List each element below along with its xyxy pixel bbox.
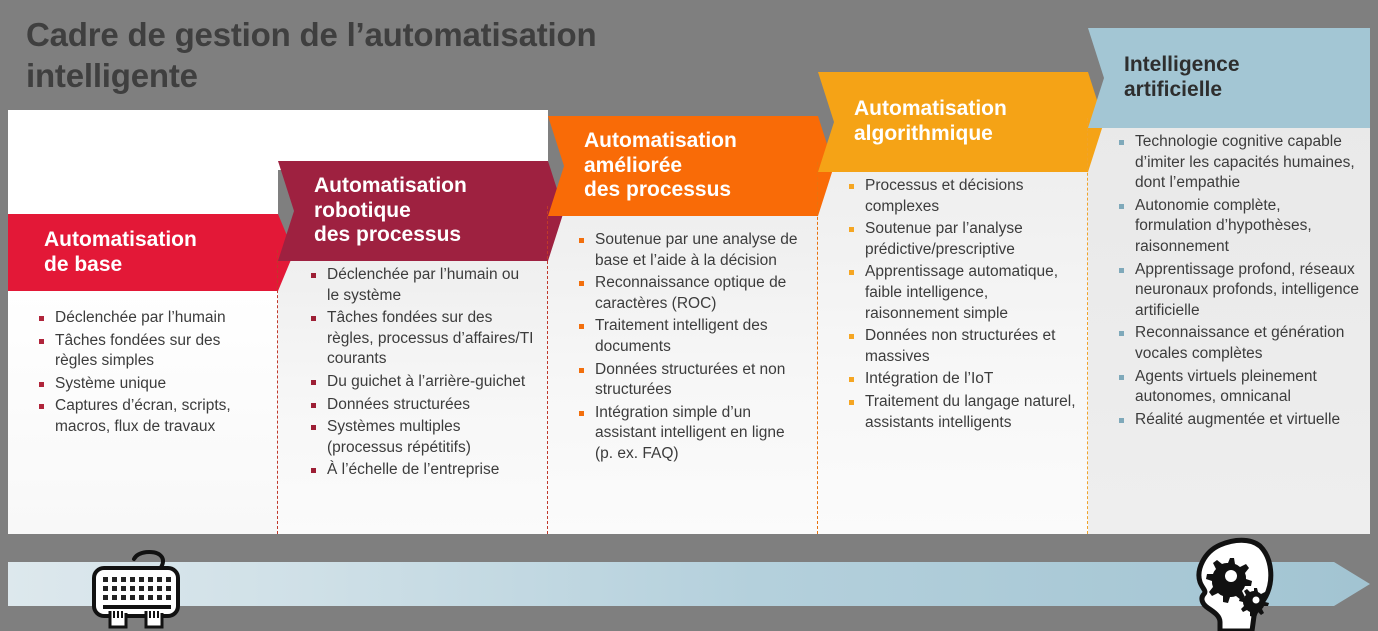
column-heading: Automatisation robotique des processus: [314, 173, 467, 247]
maturity-progression-arrow: [8, 562, 1370, 606]
list-item: Données structurées et non structurées: [574, 360, 806, 401]
list-item: Apprentissage automatique, faible intell…: [844, 262, 1078, 324]
column-banner-automatisation-algorithmique[interactable]: Automatisation algorithmique: [818, 72, 1104, 172]
list-item: Soutenue par une analyse de base et l’ai…: [574, 230, 806, 271]
column-divider-1: [277, 250, 278, 534]
maturity-columns: Automatisation de base Déclenchée par l’…: [8, 28, 1370, 534]
column-body: [818, 158, 1088, 534]
column-bullet-list: Déclenchée par l’humain Tâches fondées s…: [34, 308, 256, 440]
list-item: Réalité augmentée et virtuelle: [1114, 410, 1360, 431]
list-item: Déclenchée par l’humain: [34, 308, 256, 329]
list-item: Traitement intelligent des documents: [574, 316, 806, 357]
column-top-fill: [8, 110, 278, 214]
column-bullet-list: Déclenchée par l’humain ou le système Tâ…: [306, 265, 534, 483]
list-item: Autonomie complète, formulation d’hypoth…: [1114, 196, 1360, 258]
column-automatisation-amelioree-des-processus: Automatisation améliorée des processus S…: [548, 110, 834, 534]
column-automatisation-robotique-des-processus: Automatisation robotique des processus D…: [278, 110, 564, 534]
column-body: [8, 291, 278, 534]
column-divider-3: [817, 162, 818, 534]
list-item: Tâches fondées sur des règles, processus…: [306, 308, 534, 370]
column-bullet-list: Soutenue par une analyse de base et l’ai…: [574, 230, 806, 467]
list-item: Captures d’écran, scripts, macros, flux …: [34, 396, 256, 437]
list-item: Données non structurées et massives: [844, 326, 1078, 367]
column-body: [278, 247, 548, 534]
column-banner-intelligence-artificielle[interactable]: Intelligence artificielle: [1088, 28, 1370, 128]
list-item: Soutenue par l’analyse prédictive/prescr…: [844, 219, 1078, 260]
list-item: Déclenchée par l’humain ou le système: [306, 265, 534, 306]
list-item: Intégration de l’IoT: [844, 369, 1078, 390]
list-item: Reconnaissance et génération vocales com…: [1114, 323, 1360, 364]
column-intelligence-artificielle: Intelligence artificielle Technologie co…: [1088, 28, 1370, 534]
column-divider-2: [547, 206, 548, 534]
column-divider-4: [1087, 118, 1088, 534]
column-body: [548, 202, 818, 534]
column-automatisation-algorithmique: Automatisation algorithmique Processus e…: [818, 72, 1104, 534]
page-title: Cadre de gestion de l’automatisation int…: [26, 16, 597, 95]
list-item: Processus et décisions complexes: [844, 176, 1078, 217]
column-heading: Automatisation algorithmique: [854, 97, 1007, 145]
column-body: [1088, 114, 1370, 534]
list-item: Traitement du langage naturel, assistant…: [844, 392, 1078, 433]
column-heading: Automatisation de base: [44, 227, 197, 276]
list-item: Systèmes multiples (processus répétitifs…: [306, 417, 534, 458]
list-item: À l’échelle de l’entreprise: [306, 460, 534, 481]
list-item: Du guichet à l’arrière-guichet: [306, 372, 534, 393]
column-bullet-list: Processus et décisions complexes Soutenu…: [844, 176, 1078, 435]
list-item: Tâches fondées sur des règles simples: [34, 331, 256, 372]
list-item: Données structurées: [306, 395, 534, 416]
list-item: Système unique: [34, 374, 256, 395]
column-heading: Automatisation améliorée des processus: [584, 128, 737, 202]
head-with-gears-icon: [1186, 536, 1282, 631]
column-automatisation-de-base: Automatisation de base Déclenchée par l’…: [8, 110, 294, 534]
column-banner-automatisation-amelioree-des-processus[interactable]: Automatisation améliorée des processus: [548, 116, 834, 216]
list-item: Apprentissage profond, réseaux neuronaux…: [1114, 260, 1360, 322]
column-banner-automatisation-robotique-des-processus[interactable]: Automatisation robotique des processus: [278, 161, 564, 261]
keyboard-hands-icon: [88, 541, 206, 631]
column-top-fill: [278, 110, 548, 170]
list-item: Technologie cognitive capable d’imiter l…: [1114, 132, 1360, 194]
list-item: Agents virtuels pleinement autonomes, om…: [1114, 367, 1360, 408]
column-bullet-list: Technologie cognitive capable d’imiter l…: [1114, 132, 1360, 433]
column-heading: Intelligence artificielle: [1124, 53, 1240, 101]
column-banner-automatisation-de-base[interactable]: Automatisation de base: [8, 214, 294, 291]
list-item: Reconnaissance optique de caractères (RO…: [574, 273, 806, 314]
list-item: Intégration simple d’un assistant intell…: [574, 403, 806, 465]
